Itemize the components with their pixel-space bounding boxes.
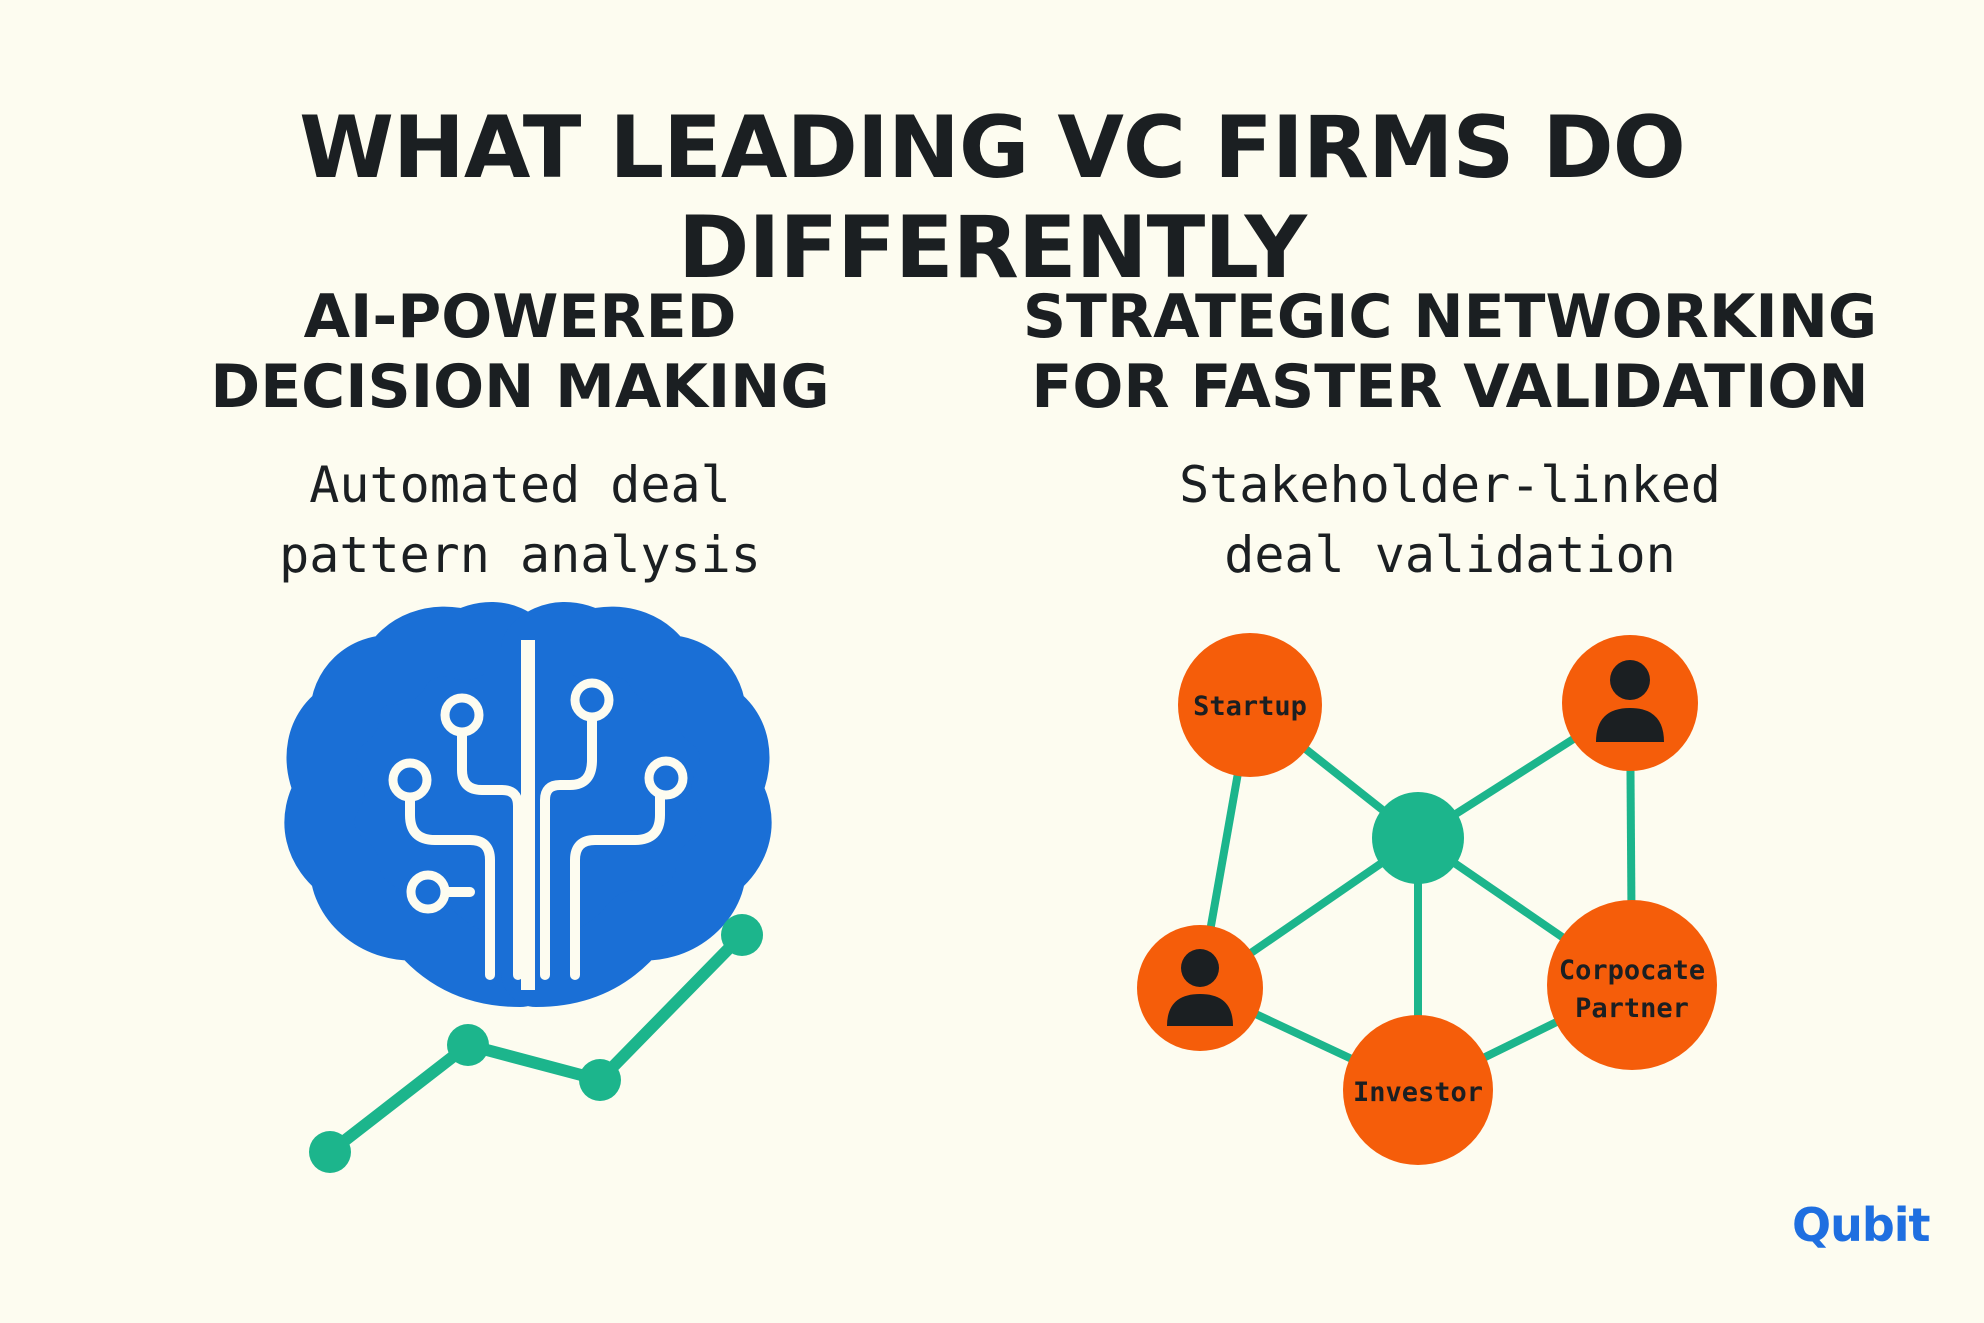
node-person-top [1562,635,1698,771]
node-corporate-partner: Corpocate Partner [1547,900,1717,1070]
node-partner-label-line2: Partner [1575,993,1689,1024]
node-startup-label: Startup [1193,691,1307,722]
node-investor-label: Investor [1353,1077,1483,1108]
right-heading: STRATEGIC NETWORKING FOR FASTER VALIDATI… [1000,282,1900,422]
node-partner-label-line1: Corpocate [1559,955,1705,986]
left-sub-line2: pattern analysis [279,526,761,584]
page-title: WHAT LEADING VC FIRMS DO DIFFERENTLY [299,98,1686,298]
left-heading: AI-POWERED DECISION MAKING [170,282,870,422]
right-heading-line2: FOR FASTER VALIDATION [1031,352,1869,422]
right-column: STRATEGIC NETWORKING FOR FASTER VALIDATI… [1000,282,1900,590]
node-startup: Startup [1178,633,1322,777]
person-icon [1167,949,1233,1026]
logo-q: Q [1792,1198,1831,1252]
left-heading-line2: DECISION MAKING [210,352,830,422]
network-diagram: Startup Investor Corpocate Partner [1137,633,1717,1165]
right-sub-line1: Stakeholder-linked [1179,456,1721,514]
left-sub-line1: Automated deal [309,456,731,514]
left-column: AI-POWERED DECISION MAKING Automated dea… [170,282,870,590]
node-investor: Investor [1343,1015,1493,1165]
right-heading-line1: STRATEGIC NETWORKING [1022,282,1878,352]
hub-node [1372,792,1464,884]
node-person-left [1137,925,1263,1051]
logo-rest: ubit [1830,1198,1930,1252]
left-heading-line1: AI-POWERED [303,282,737,352]
left-subtitle: Automated deal pattern analysis [170,450,870,590]
person-icon [1596,660,1664,742]
trend-line-icon [309,914,763,1173]
right-sub-line2: deal validation [1224,526,1676,584]
qubit-logo: Qubit [1792,1198,1931,1252]
right-subtitle: Stakeholder-linked deal validation [1000,450,1900,590]
brain-icon [284,602,772,1007]
